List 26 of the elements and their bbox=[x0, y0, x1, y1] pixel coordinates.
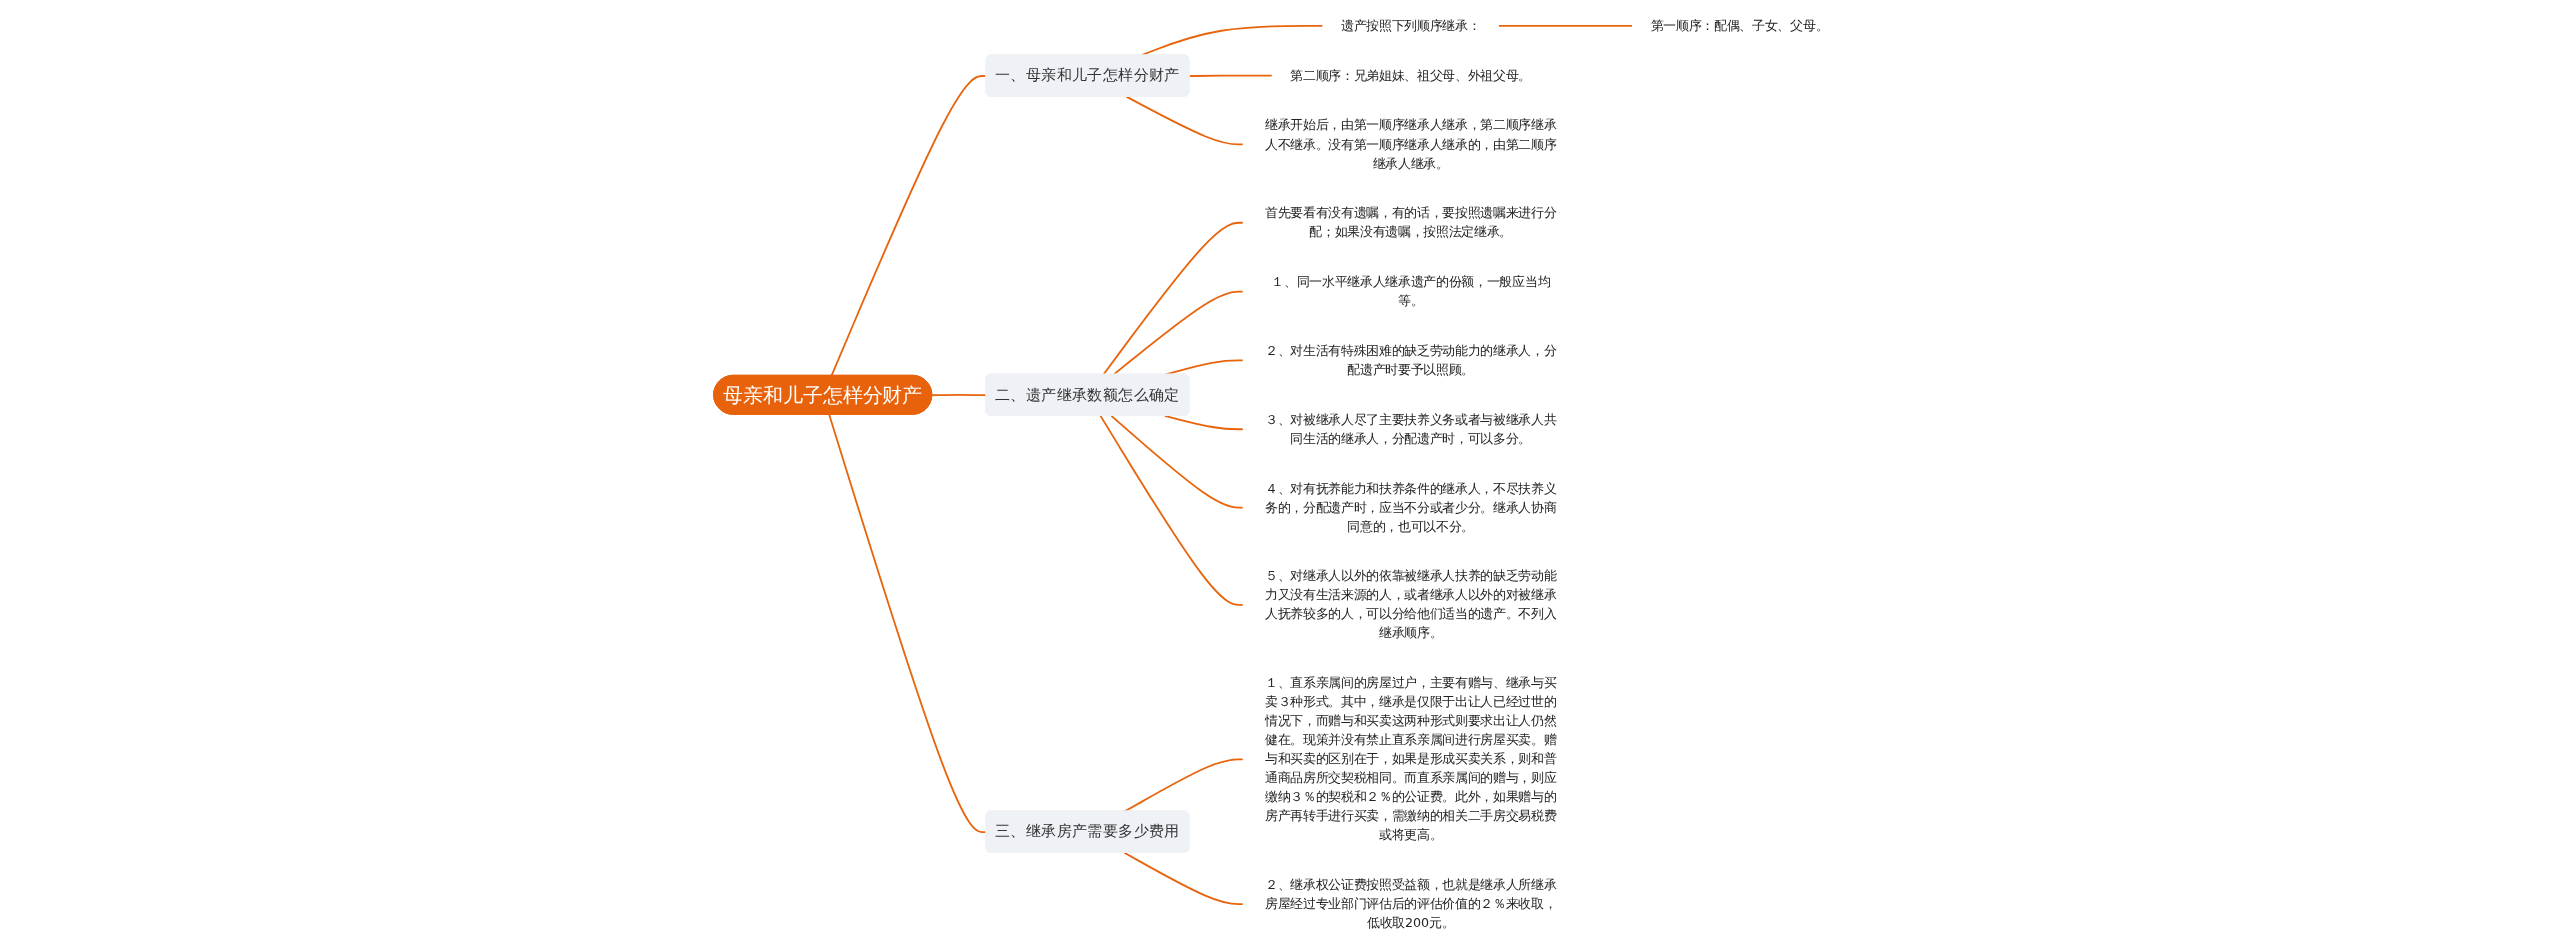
connector bbox=[1110, 414, 1245, 509]
connector bbox=[1164, 359, 1245, 376]
connector bbox=[830, 75, 988, 377]
connector bbox=[1102, 221, 1245, 376]
connector bbox=[1125, 95, 1245, 146]
node-text: 首先要看有没有遗嘱，有的话，要按照遗嘱来进行分配；如果没有遗嘱，按照法定继承。 bbox=[1264, 205, 1557, 240]
node-text: ４、对有抚养能力和扶养条件的继承人，不尽扶养义务的，分配遗产时，应当不分或者少分。继承人协商同意的，也可以不分。 bbox=[1264, 480, 1557, 534]
node-text: 第一顺序：配偶、子女、父母。 bbox=[1650, 18, 1829, 33]
node-text: ３、对被继承人尽了主要扶养义务或者与被继承人共同生活的继承人，分配遗产时，可以多分。 bbox=[1264, 412, 1557, 446]
connector bbox=[1099, 414, 1245, 606]
node-text: １、同一水平继承人继承遗产的份额，一般应当均等。 bbox=[1271, 274, 1551, 308]
connector bbox=[828, 413, 988, 834]
connector bbox=[1123, 851, 1245, 906]
connector bbox=[1497, 24, 1634, 27]
node-text: ２、继承权公证费按照受益额，也就是继承人所继承房屋经过专业部门评估后的评估价值的２％来收取，低收取200元。 bbox=[1264, 877, 1557, 930]
connector bbox=[1188, 74, 1274, 77]
connector bbox=[1123, 758, 1245, 813]
node-text: 遗产按照下列顺序继承： bbox=[1341, 18, 1481, 33]
node-text: 继承开始后，由第一顺序继承人继承，第二顺序继承人不继承。没有第一顺序继承人继承的，由第二顺序继承人继承。 bbox=[1264, 117, 1557, 171]
connector bbox=[931, 394, 988, 397]
node-text: ５、对继承人以外的依靠被继承人扶养的缺乏劳动能力又没有生活来源的人，或者继承人以外的对被继承人抚养较多的人，可以分给他们适当的遗产。不列入继承顺序。 bbox=[1264, 568, 1557, 641]
node-text: １、直系亲属间的房屋过户，主要有赠与、继承与买卖３种形式。其中，继承是仅限于出让人已经过世的情况下，而赠与和买卖这两种形式则要求出让人仍然健在。现策并没有禁止直系亲属间进行房屋买卖。赠与和买卖的区别在于，如果是形成买卖关系，则和普通商品房所交契税相同。而直系亲属间的赠与，则应缴纳３％的契税和２％的公证费。此外，如果赠与的房产再转手进行买卖，需缴纳的相关二手房交易税费或将更高。 bbox=[1264, 675, 1557, 843]
connector bbox=[1112, 290, 1245, 376]
connector bbox=[1164, 414, 1245, 431]
node-text: 第二顺序：兄弟姐妹、祖父母、外祖父母。 bbox=[1290, 67, 1532, 83]
node-text: ２、对生活有特殊困难的缺乏劳动能力的继承人，分配遗产时要予以照顾。 bbox=[1264, 343, 1557, 377]
